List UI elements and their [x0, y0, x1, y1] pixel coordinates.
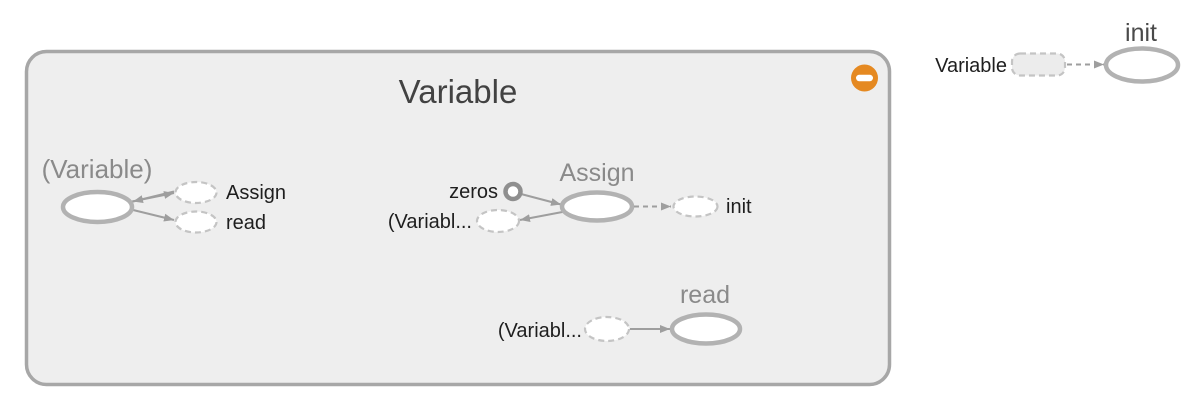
node-variable[interactable] [60, 189, 135, 225]
edge-zeros-to-assign [520, 193, 562, 206]
edge-assign-ref-to-variable [132, 190, 175, 204]
node-read[interactable] [669, 312, 743, 346]
annotation-node-read[interactable] [174, 210, 218, 234]
minus-bar-icon [856, 74, 873, 82]
annotation-label-assign: Assign [226, 182, 286, 204]
node-title-init: init [1125, 19, 1157, 47]
annotation-node-variable-1[interactable] [475, 208, 521, 234]
edge-variable-to-read-ref [128, 208, 175, 222]
annotation-node-variable-2[interactable] [583, 315, 631, 343]
node-assign[interactable] [559, 190, 635, 223]
group-title: Variable [399, 73, 518, 110]
collapse-button[interactable] [851, 64, 878, 92]
annotation-label-variable-external: Variable [935, 55, 1007, 77]
annotation-label-variable-1: (Variabl... [388, 211, 472, 233]
annotation-node-assign[interactable] [174, 180, 218, 205]
node-title-assign: Assign [559, 159, 634, 187]
edge-assign-to-variable-ref [519, 210, 566, 223]
node-title-variable: (Variable) [42, 154, 153, 184]
annotation-label-read: read [226, 212, 266, 234]
node-zeros[interactable] [503, 181, 523, 202]
annotation-node-init[interactable] [672, 195, 719, 218]
node-init[interactable] [1103, 46, 1181, 84]
annotation-node-variable-external[interactable] [1010, 52, 1067, 77]
annotation-label-init: init [726, 196, 752, 218]
group-variable[interactable] [24, 49, 892, 387]
annotation-label-zeros: zeros [449, 181, 498, 203]
node-title-read: read [680, 281, 730, 309]
annotation-label-variable-2: (Variabl... [498, 320, 582, 342]
